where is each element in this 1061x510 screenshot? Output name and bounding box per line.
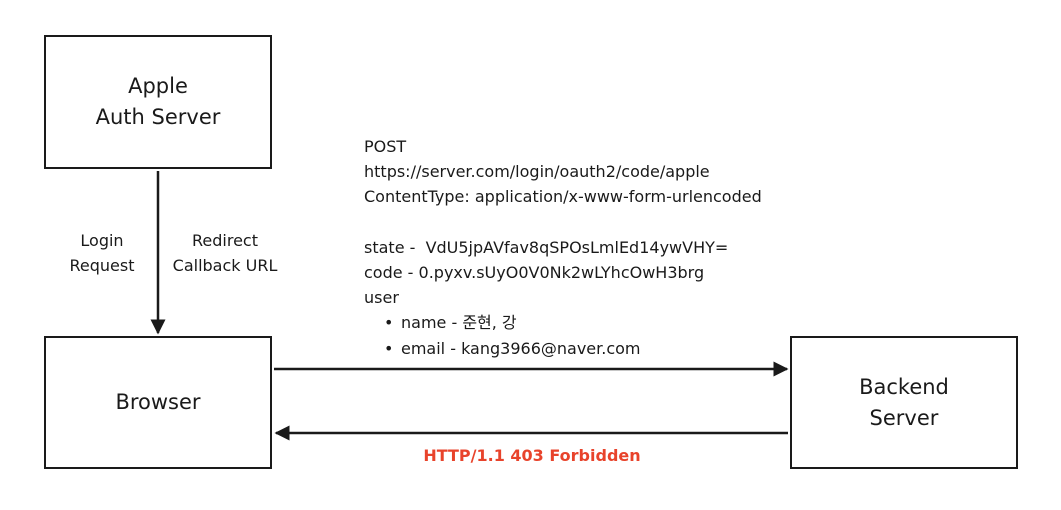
request-spacer bbox=[364, 210, 804, 235]
apple-auth-server-label: Apple Auth Server bbox=[95, 74, 221, 129]
browser-node: Browser bbox=[44, 336, 272, 469]
browser-label: Browser bbox=[115, 390, 201, 414]
request-method: POST bbox=[364, 137, 407, 156]
forbidden-response-label: HTTP/1.1 403 Forbidden bbox=[423, 446, 641, 465]
request-user-label: user bbox=[364, 288, 399, 308]
request-details: POST https://server.com/login/oauth2/cod… bbox=[364, 134, 804, 361]
apple-auth-server-node: Apple Auth Server bbox=[44, 35, 272, 169]
request-url: https://server.com/login/oauth2/code/app… bbox=[364, 162, 710, 182]
login-request-caption: Login Request bbox=[69, 231, 135, 275]
bullet-icon: • bbox=[384, 313, 394, 333]
request-content-type: ContentType: application/x-www-form-urle… bbox=[364, 187, 762, 207]
request-code: code - 0.pyxv.sUyO0V0Nk2wLYhcOwH3brg bbox=[364, 263, 705, 282]
user-field-name-text: name - 준현, 강 bbox=[401, 313, 517, 333]
user-fields-list: • name - 준현, 강 • email - kang3966@naver.co… bbox=[364, 310, 804, 360]
user-field-email-text: email - kang3966@naver.com bbox=[401, 338, 641, 358]
request-state: state - VdU5jpAVfav8qSPOsLmlEd14ywVHY= bbox=[364, 237, 729, 257]
user-field-email: • email - kang3966@naver.com bbox=[384, 336, 804, 361]
user-field-name: • name - 준현, 강 bbox=[384, 310, 804, 335]
backend-server-label: Backend Server bbox=[859, 374, 949, 430]
bullet-icon: • bbox=[384, 338, 394, 358]
redirect-callback-caption: Redirect Callback URL bbox=[172, 231, 278, 275]
backend-server-node: Backend Server bbox=[790, 336, 1018, 469]
